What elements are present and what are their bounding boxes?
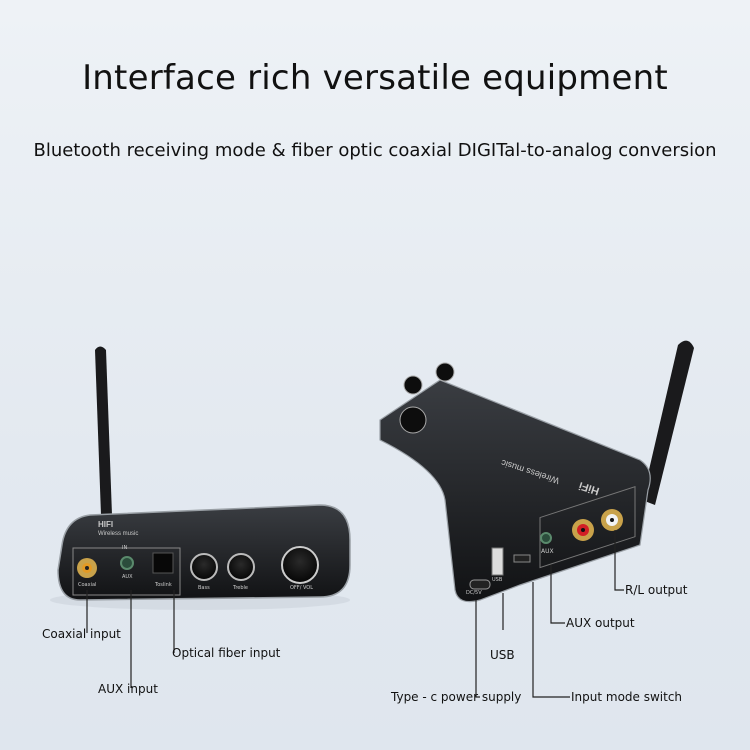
brand-logo: HIFI [98, 520, 113, 529]
page-title: Interface rich versatile equipment [82, 58, 668, 98]
tagline: Wireless music [98, 531, 138, 537]
toslink-port-label: Toslink [155, 582, 172, 588]
aux-input-label: AUX input [98, 682, 158, 696]
bass-knob-label: Bass [198, 585, 210, 591]
optical-fiber-input-label: Optical fiber input [172, 646, 281, 660]
usb-label: USB [490, 648, 515, 662]
antenna [95, 346, 112, 515]
dc-port-label: DC/5V [466, 590, 482, 596]
type-c-power-label: Type - c power supply [391, 690, 522, 704]
rl-output-label: R/L output [625, 583, 688, 597]
antenna [642, 340, 694, 505]
callout-lines [86, 530, 624, 698]
rear-device: HiFi Wireless music [379, 340, 694, 603]
treble-knob-label: Treble [233, 585, 248, 591]
input-mode-switch-label: Input mode switch [571, 690, 683, 704]
coaxial-port-label: Coaxial [78, 582, 97, 588]
in-label: IN [122, 545, 128, 551]
coaxial-input-label: Coaxial input [42, 627, 121, 641]
usb-port-label: USB [492, 577, 503, 583]
aux-output-label: AUX output [566, 616, 635, 630]
front-device: HIFI Wireless music [50, 346, 351, 610]
volume-knob-label: OFF/ VOL [290, 585, 314, 591]
aux-out-port-label: AUX [541, 548, 554, 555]
aux-port-label: AUX [122, 574, 133, 580]
page-subtitle: Bluetooth receiving mode & fiber optic c… [33, 140, 717, 161]
